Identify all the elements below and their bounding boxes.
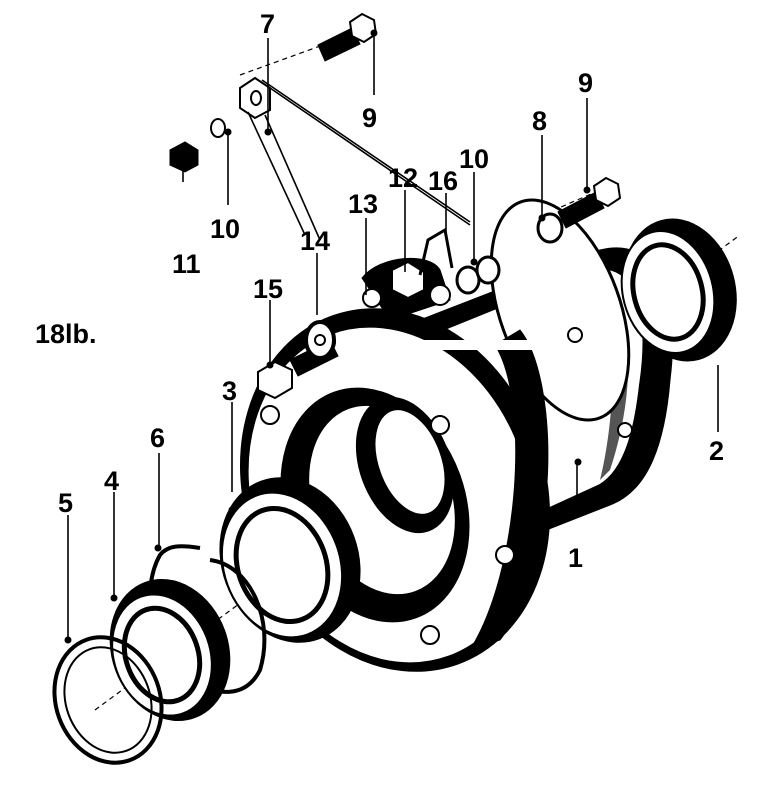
- part-5-retaining-ring: [52, 635, 164, 765]
- callout-10-left: 10: [210, 214, 240, 244]
- part-7-bracket: [239, 76, 471, 241]
- callout-12: 12: [388, 163, 418, 193]
- part-16-pipe: [418, 227, 454, 306]
- leader-lines: [67, 29, 719, 640]
- callout-9-right: 9: [578, 68, 593, 98]
- callout-9-top: 9: [362, 103, 377, 133]
- part-2-rear-seal: [620, 218, 737, 362]
- callout-1: 1: [568, 543, 583, 573]
- part-15-front-bolt: [257, 320, 339, 400]
- callout-2: 2: [709, 436, 724, 466]
- part-9-top-bolt: [317, 12, 378, 62]
- part-10-washer-left: [210, 118, 226, 138]
- callout-5: 5: [58, 488, 73, 518]
- callout-16: 16: [428, 166, 458, 196]
- part-10-washer-right: [455, 255, 501, 295]
- callout-14: 14: [300, 226, 330, 256]
- callout-10-right: 10: [459, 144, 489, 174]
- callout-15: 15: [253, 274, 283, 304]
- part-12-fitting: [361, 257, 451, 321]
- part-4-bearing: [109, 578, 231, 722]
- part-8-washer: [536, 212, 564, 244]
- callout-6: 6: [150, 423, 165, 453]
- callout-11: 11: [172, 249, 201, 279]
- callout-4: 4: [104, 466, 119, 496]
- callout-7: 7: [260, 9, 275, 39]
- weight-label: 18lb.: [35, 319, 97, 349]
- part-9-right-bolt: [557, 176, 622, 229]
- callout-3: 3: [222, 376, 237, 406]
- callout-8: 8: [532, 106, 547, 136]
- callout-labels: 1 2 3 4 5 6 7 8 9 9 10 10 11 12 13 14 15…: [58, 9, 724, 573]
- callout-13: 13: [348, 189, 378, 219]
- part-11-nut: [169, 141, 199, 173]
